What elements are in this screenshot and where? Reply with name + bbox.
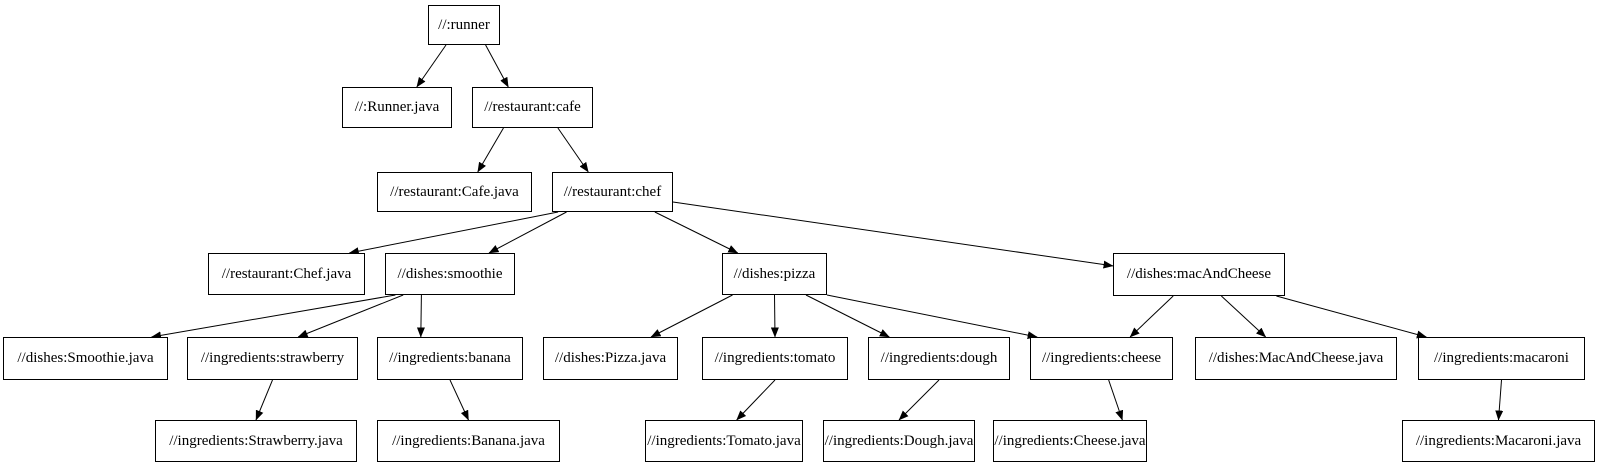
graph-node-dough_java: //ingredients:Dough.java [823,420,975,462]
graph-node-cafe_java: //restaurant:Cafe.java [377,172,532,212]
edge-smoothie-banana [416,294,425,338]
graph-node-chef: //restaurant:chef [552,172,673,212]
edge-smoothie-smoothie_java [151,294,396,340]
graph-node-runner_java: //:Runner.java [342,87,452,128]
graph-node-cafe: //restaurant:cafe [472,87,593,128]
edge-smoothie-strawberry [297,294,404,338]
graph-node-chef_java: //restaurant:Chef.java [208,253,365,295]
graph-node-runner: //:runner [428,5,500,45]
edge-pizza-dough [805,294,890,338]
edge-chef-pizza [654,211,739,254]
edge-cafe-cafe_java [477,127,504,173]
graph-node-pizza_java: //dishes:Pizza.java [543,337,678,380]
graph-node-strawberry: //ingredients:strawberry [187,337,358,380]
edge-tomato-tomato_java [736,379,776,421]
edge-macaroni-macaroni_java [1495,379,1504,421]
graph-node-smoothie: //dishes:smoothie [385,253,515,295]
graph-node-banana: //ingredients:banana [377,337,523,380]
graph-node-dough: //ingredients:dough [868,337,1010,380]
edge-cafe-chef [557,127,589,173]
edge-dough-dough_java [898,379,940,421]
graph-node-macaroni: //ingredients:macaroni [1418,337,1585,380]
edge-pizza-cheese [826,294,1038,340]
edge-macAndCheese-cheese [1129,295,1174,338]
edge-macAndCheese-macAndCheese_java [1221,295,1267,338]
edge-strawberry-strawberry_java [255,379,273,421]
edge-macAndCheese-macaroni [1276,295,1427,339]
edge-chef-chef_java [348,211,559,256]
graph-node-cheese_java: //ingredients:Cheese.java [993,420,1147,462]
graph-node-tomato_java: //ingredients:Tomato.java [645,420,803,462]
edge-runner-runner_java [416,44,447,88]
graph-node-tomato: //ingredients:tomato [702,337,848,380]
graph-node-banana_java: //ingredients:Banana.java [377,420,560,462]
graph-node-macAndCheese_java: //dishes:MacAndCheese.java [1195,337,1397,380]
graph-node-macAndCheese: //dishes:macAndCheese [1113,253,1285,296]
edge-chef-smoothie [488,211,567,254]
edge-pizza-pizza_java [650,294,733,338]
edge-chef-macAndCheese [672,201,1114,269]
graph-node-macaroni_java: //ingredients:Macaroni.java [1402,420,1595,462]
graph-node-smoothie_java: //dishes:Smoothie.java [3,337,168,380]
edge-cheese-cheese_java [1108,379,1124,421]
edge-banana-banana_java [449,379,469,421]
edge-runner-cafe [485,44,509,88]
edge-pizza-tomato [770,294,779,338]
graph-node-pizza: //dishes:pizza [722,253,827,295]
graph-node-strawberry_java: //ingredients:Strawberry.java [155,420,357,462]
graph-node-cheese: //ingredients:cheese [1030,337,1173,380]
